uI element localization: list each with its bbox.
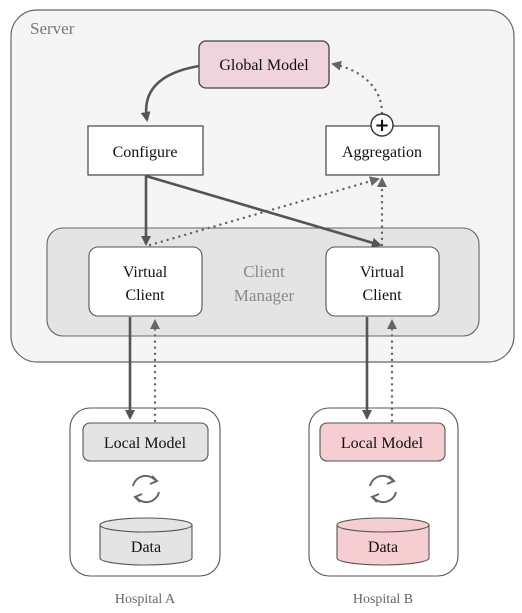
hospital-a-data-label: Data xyxy=(131,539,161,556)
global-model-label: Global Model xyxy=(219,57,309,74)
hospital-b-local-model-box xyxy=(319,422,446,462)
virtual-client-a-box xyxy=(88,246,203,317)
configure-label: Configure xyxy=(113,144,178,161)
hospital-b-local-model-label: Local Model xyxy=(341,435,424,452)
aggregation-plus-node xyxy=(370,113,394,137)
hospital-b-data-label: Data xyxy=(368,539,398,556)
hospital-a-label: Hospital A xyxy=(115,592,176,607)
hospital-a-sync-icon xyxy=(132,474,160,504)
dotted-arrow-aggregation-to-global xyxy=(331,60,384,115)
virtual-client-a-line2: Client xyxy=(125,287,165,304)
virtual-client-b-line2: Client xyxy=(362,287,402,304)
hospital-a-local-model-box xyxy=(82,422,209,462)
client-manager-label-line1: Client xyxy=(243,262,285,281)
arrow-global-to-configure xyxy=(140,64,200,122)
virtual-client-b-box xyxy=(325,246,440,317)
aggregation-plus-symbol: + xyxy=(374,115,389,136)
aggregation-label: Aggregation xyxy=(342,144,422,161)
arrow-configure-to-virtual-client-b xyxy=(145,174,382,248)
hospital-a-local-model-label: Local Model xyxy=(104,435,187,452)
hospital-a-data-cylinder xyxy=(99,517,193,566)
hospital-b-label: Hospital B xyxy=(353,592,413,607)
virtual-client-b-line1: Virtual xyxy=(360,264,405,281)
server-label: Server xyxy=(30,19,75,38)
client-manager-label-line2: Manager xyxy=(234,286,295,305)
hospital-b-sync-icon xyxy=(369,474,397,504)
hospital-b-data-cylinder xyxy=(336,517,430,566)
virtual-client-a-line1: Virtual xyxy=(123,264,168,281)
global-model-box xyxy=(198,40,330,89)
